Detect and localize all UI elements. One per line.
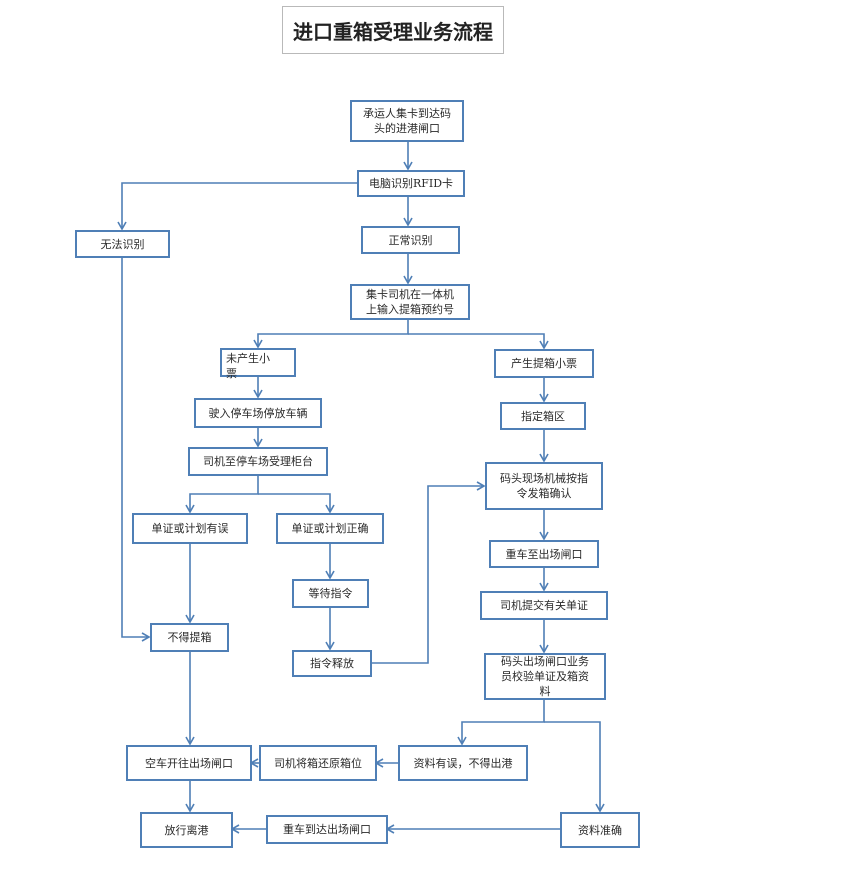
node-recognized: 正常识别 bbox=[361, 226, 460, 254]
edge-counter-docwrong bbox=[185, 476, 259, 514]
node-assigned-container-zone: 指定箱区 bbox=[500, 402, 586, 430]
node-data-error-no-exit: 资料有误，不得出港 bbox=[398, 745, 528, 781]
edge-release-crane bbox=[372, 481, 486, 664]
node-truck-arrives-entry-gate: 承运人集卡到达码 头的进港闸口 bbox=[350, 100, 464, 142]
node-empty-truck-to-exit-gate: 空车开往出场闸口 bbox=[126, 745, 252, 781]
node-loaded-truck-to-exit-gate: 重车至出场闸口 bbox=[489, 540, 599, 568]
node-no-ticket-issued: 未产生小 票 bbox=[220, 348, 296, 380]
node-rfid-recognition: 电脑识别RFID卡 bbox=[357, 170, 465, 197]
edge-check-dataerr bbox=[457, 700, 545, 746]
edge-rfid-fail bbox=[117, 182, 358, 231]
node-no-container-pickup: 不得提箱 bbox=[150, 623, 229, 652]
edge-fail-nopick bbox=[121, 258, 151, 642]
node-documents-incorrect: 单证或计划有误 bbox=[132, 513, 248, 544]
node-released-leaves-port: 放行离港 bbox=[140, 812, 233, 848]
edge-input-ticket bbox=[408, 333, 549, 350]
node-data-correct: 资料准确 bbox=[560, 812, 640, 848]
node-driver-to-service-counter: 司机至停车场受理柜台 bbox=[188, 447, 328, 476]
diagram-title: 进口重箱受理业务流程 bbox=[282, 6, 504, 54]
edge-check-dataok bbox=[544, 721, 605, 813]
node-loaded-truck-arrives-exit-gate: 重车到达出场闸口 bbox=[266, 815, 388, 844]
node-driver-returns-container: 司机将箱还原箱位 bbox=[259, 745, 377, 781]
node-unrecognized: 无法识别 bbox=[75, 230, 170, 258]
edge-counter-docright bbox=[258, 493, 335, 514]
node-wait-for-instruction: 等待指令 bbox=[292, 579, 369, 608]
node-documents-correct: 单证或计划正确 bbox=[276, 513, 384, 544]
node-driver-enters-booking-number: 集卡司机在一体机 上输入提箱预约号 bbox=[350, 284, 470, 320]
node-ticket-issued: 产生提箱小票 bbox=[494, 349, 594, 378]
edge-input-noticket bbox=[253, 320, 409, 349]
node-exit-gate-verification: 码头出场闸口业务 员校验单证及箱资 料 bbox=[484, 653, 606, 700]
node-enter-parking-lot: 驶入停车场停放车辆 bbox=[194, 398, 322, 428]
node-instruction-released: 指令释放 bbox=[292, 650, 372, 677]
node-driver-submits-documents: 司机提交有关单证 bbox=[480, 591, 608, 620]
node-yard-machinery-dispatch: 码头现场机械按指 令发箱确认 bbox=[485, 462, 603, 510]
